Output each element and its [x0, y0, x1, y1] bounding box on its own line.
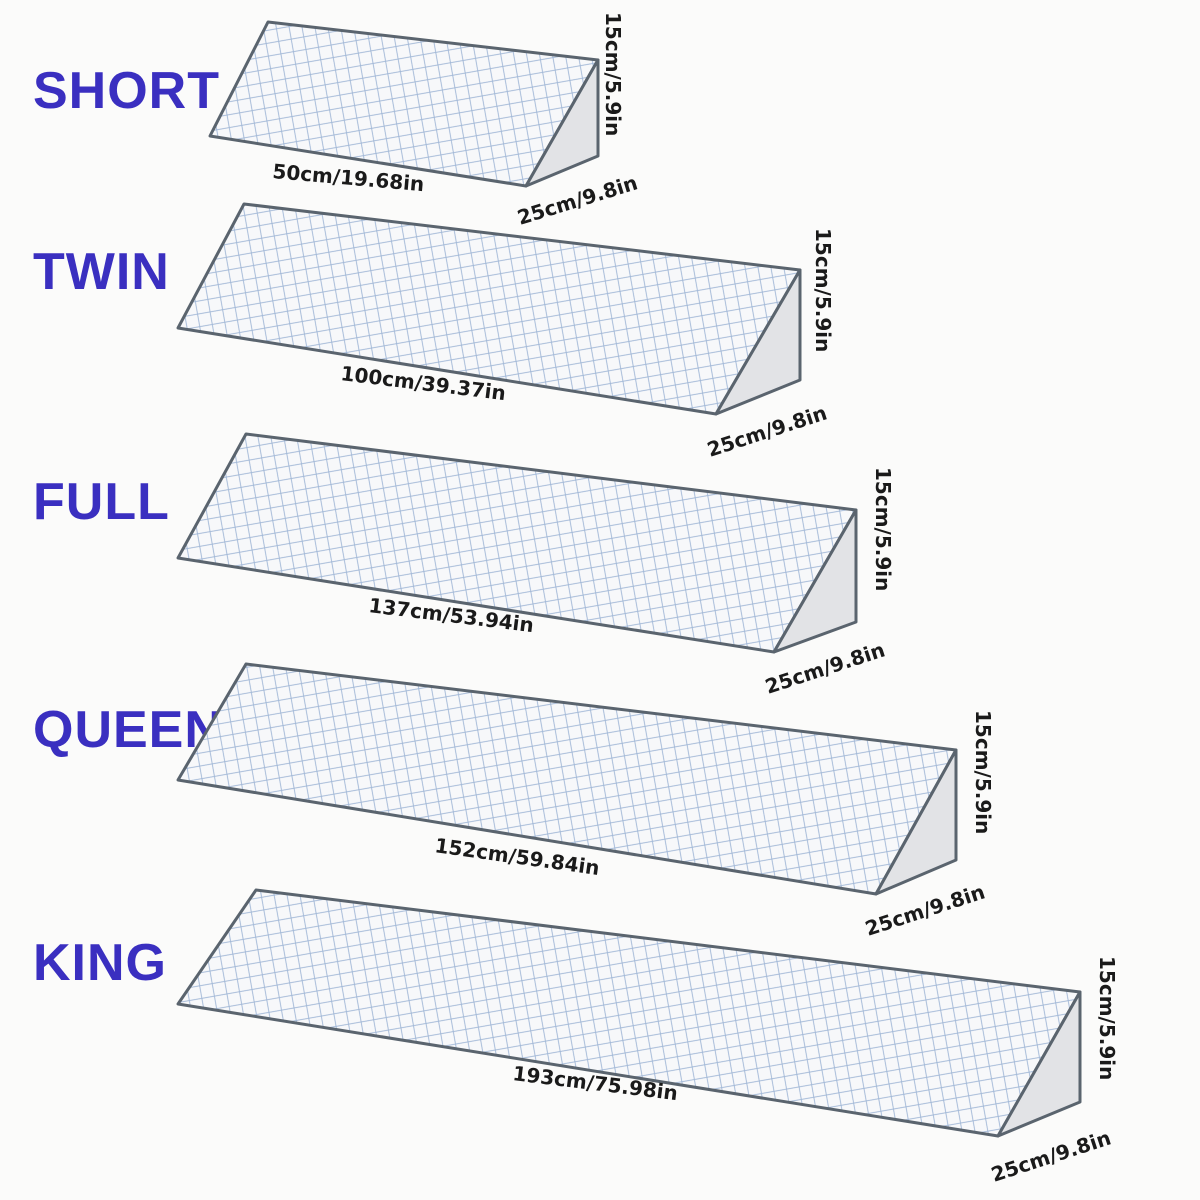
height-label-king: 15cm/5.9in — [1095, 956, 1119, 1080]
wedge-end-face-short — [524, 58, 600, 188]
wedge-full: FULL 137cm/53.94in 25cm/9.8in 15cm/5.9in — [33, 432, 895, 699]
height-label-short: 15cm/5.9in — [601, 12, 625, 136]
height-label-twin: 15cm/5.9in — [811, 228, 835, 352]
wedge-end-face-full — [772, 508, 858, 654]
depth-label-king: 25cm/9.8in — [988, 1126, 1114, 1187]
size-label-short: SHORT — [33, 62, 220, 120]
wedge-end-face-king — [996, 990, 1082, 1138]
wedge-queen: QUEEN 152cm/59.84in 25cm/9.8in 15cm/5.9i… — [33, 662, 995, 941]
size-label-twin: TWIN — [33, 243, 170, 301]
size-label-king: KING — [33, 934, 167, 992]
size-label-full: FULL — [33, 473, 170, 531]
height-label-full: 15cm/5.9in — [871, 467, 895, 591]
size-label-queen: QUEEN — [33, 701, 223, 759]
wedge-end-face-twin — [714, 268, 802, 416]
wedge-king: KING 193cm/75.98in 25cm/9.8in 15cm/5.9in — [33, 888, 1119, 1187]
wedge-end-face-queen — [874, 748, 958, 896]
wedge-short: SHORT 50cm/19.68in 25cm/9.8in 15cm/5.9in — [33, 12, 640, 230]
wedge-twin: TWIN 100cm/39.37in 25cm/9.8in 15cm/5.9in — [33, 202, 835, 462]
height-label-queen: 15cm/5.9in — [971, 710, 995, 834]
